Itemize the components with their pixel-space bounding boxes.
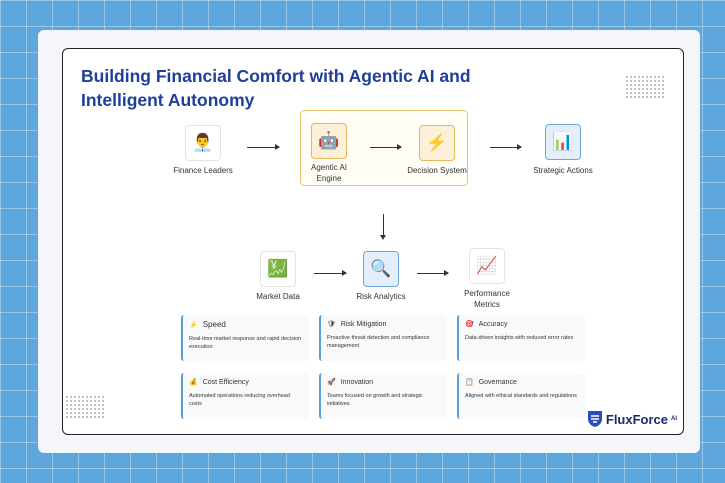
feature-desc: Teams focused on growth and strategic in… [327,393,423,407]
agentic-engine-node: 🤖 [311,123,347,159]
arrow [370,144,402,150]
strategic-actions-node: 📊 [545,124,581,160]
shield-logo-icon [587,411,602,427]
decorative-dots [625,75,665,99]
feature-desc: Data-driven insights with reduced error … [465,335,574,341]
feature-title: Cost Efficiency [202,378,249,386]
risk-analytics-label: Risk Analytics [356,292,406,301]
feature-title: Speed [202,320,226,329]
arrow [247,144,280,150]
decorative-dots [65,395,105,419]
trend-up-icon: 📈 [476,256,498,275]
finance-leaders-label: Finance Leaders [173,166,233,175]
feature-desc: Real-time market response and rapid deci… [189,336,302,350]
feature-desc: Proactive threat detection and complianc… [327,335,430,349]
arrow [417,270,449,276]
decision-system-label: Decision System [407,166,467,175]
chart-yen-icon: 💹 [267,259,289,278]
feature-title: Governance [478,378,517,386]
decision-system-node: ⚡ [419,125,455,161]
performance-metrics-label: Performance Metrics [464,289,510,309]
market-data-node: 💹 [260,251,296,287]
performance-metrics-node: 📈 [469,248,505,284]
lightning-icon: ⚡ [426,133,448,152]
feature-desc: Automated operations reducing overhead c… [189,393,290,407]
feature-title: Accuracy [478,320,508,328]
feature-title: Innovation [340,378,374,386]
target-icon: 🎯 [465,321,474,328]
rocket-icon: 🚀 [327,379,336,386]
brand-name: FluxForce [605,411,668,427]
agentic-engine-label: Agentic AI Engine [310,163,348,183]
page-title: Building Financial Comfort with Agentic … [81,66,471,110]
feature-desc: Aligned with ethical standards and regul… [465,393,577,399]
money-bag-icon: 💰 [189,379,198,386]
bar-chart-icon: 📊 [552,132,574,151]
businessman-icon: 👨‍💼 [192,133,214,152]
shield-icon: 🛡 [327,321,336,328]
arrow-down [380,214,386,240]
brand-suffix: AI [671,416,677,422]
arrow [314,270,347,276]
arrow [490,144,522,150]
lightning-icon: ⚡ [189,321,198,329]
feature-title: Risk Mitigation [340,320,387,328]
diagram-card: Building Financial Comfort with Agentic … [62,48,684,435]
finance-leaders-node: 👨‍💼 [185,125,221,161]
risk-analytics-node: 🔍 [363,251,399,287]
market-data-label: Market Data [256,292,300,301]
robot-icon: 🤖 [318,131,340,150]
strategic-actions-label: Strategic Actions [533,166,593,175]
clipboard-icon: 📋 [465,379,474,386]
magnifier-icon: 🔍 [370,259,392,278]
